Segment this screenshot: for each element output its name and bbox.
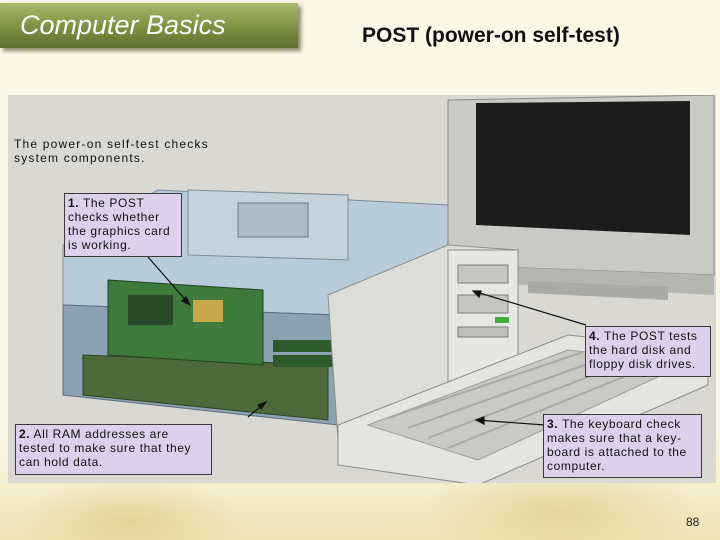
callout-number: 3. [547,417,559,431]
callout-arrows [147,256,587,426]
callout-text: The POST tests the hard disk and floppy … [589,329,698,371]
callout-number: 4. [589,329,601,343]
intro-text: The power-on self-test checks system com… [14,137,209,165]
callout-text: All RAM addresses are tested to make sur… [19,427,192,469]
monitor [447,95,715,300]
callout-graphics-card: 1. The POST checks whether the graphics … [64,193,182,257]
callout-number: 2. [19,427,31,441]
callout-text: The POST checks whether the graphics car… [68,196,171,252]
callout-text: The keyboard check makes sure that a key… [547,417,687,473]
callout-disk-drives: 4. The POST tests the hard disk and flop… [585,326,711,377]
slide-title: POST (power-on self-test) [362,24,620,47]
callout-ram: 2. All RAM addresses are tested to make … [15,424,212,475]
page-number: 88 [686,515,700,529]
callout-number: 1. [68,196,80,210]
deck-title: Computer Basics [0,3,298,48]
callout-keyboard: 3. The keyboard check makes sure that a … [543,414,702,478]
